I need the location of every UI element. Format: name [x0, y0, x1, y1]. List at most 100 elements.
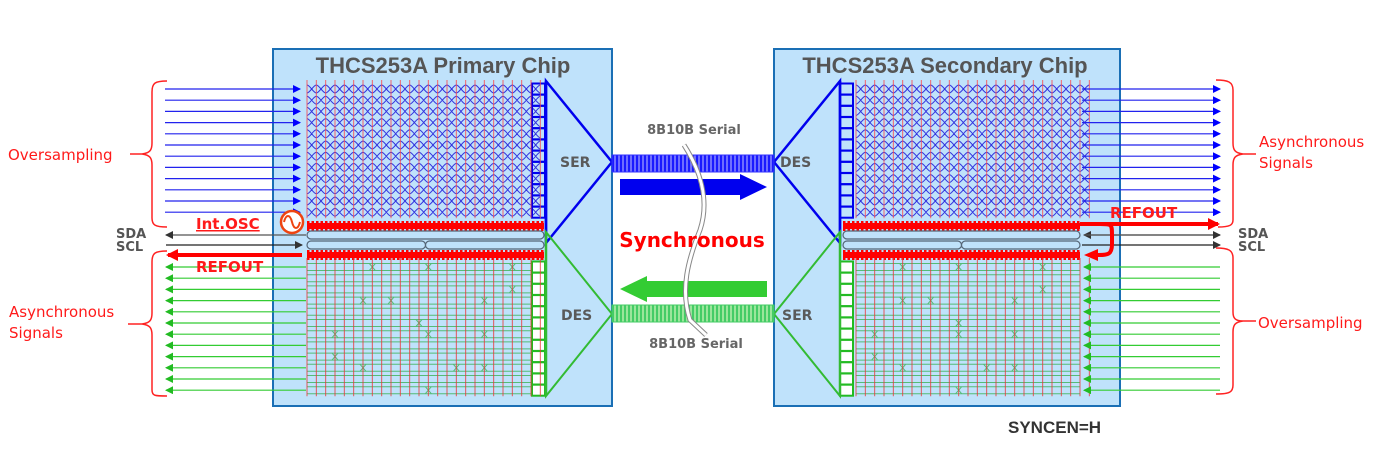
clock-pulse: [856, 221, 859, 231]
right-bottom-brace: [1215, 247, 1256, 395]
clock-pulse: [514, 250, 517, 260]
left-bottom-brace: [128, 250, 168, 397]
sda-data-bar: [306, 230, 545, 240]
clock-pulse: [888, 221, 891, 231]
signal-eye-row: [855, 106, 1090, 116]
clock-pulse: [1005, 250, 1008, 260]
clock-pulse: [455, 221, 458, 231]
clock-pulse: [379, 221, 382, 231]
clock-pulse: [843, 250, 846, 260]
clock-pulse: [1023, 221, 1026, 231]
clock-pulse: [428, 221, 431, 231]
clock-pulse: [469, 221, 472, 231]
clock-pulse: [951, 250, 954, 260]
clock-pulse: [532, 221, 535, 231]
clock-pulse: [883, 250, 886, 260]
clock-pulse: [1050, 221, 1053, 231]
clock-pulse: [978, 250, 981, 260]
shift-register-cell: [839, 260, 854, 274]
clock-pulse: [307, 221, 310, 231]
signal-eye-row: [855, 185, 1090, 195]
clock-pulse: [969, 250, 972, 260]
clock-pulse: [320, 221, 323, 231]
clock-pulse: [523, 250, 526, 260]
clock-pulse: [451, 221, 454, 231]
clock-pulse: [442, 250, 445, 260]
clock-pulse: [892, 250, 895, 260]
clock-pulse: [861, 221, 864, 231]
clock-pulse: [897, 250, 900, 260]
clock-pulse: [978, 221, 981, 231]
clock-pulse: [1054, 250, 1057, 260]
clock-pulse: [1068, 250, 1071, 260]
clock-pulse: [509, 221, 512, 231]
clock-pulse: [924, 250, 927, 260]
shift-register-cell: [839, 271, 854, 285]
clock-pulse: [987, 221, 990, 231]
shift-register-cell: [531, 305, 546, 319]
clock-pulse: [937, 250, 940, 260]
clock-pulse: [1036, 221, 1039, 231]
shift-register-cell: [839, 383, 854, 397]
clock-pulse: [1063, 250, 1066, 260]
clock-pulse: [356, 250, 359, 260]
clock-pulse: [500, 221, 503, 231]
clock-pulse: [478, 250, 481, 260]
clock-pulse: [518, 250, 521, 260]
clock-pulse: [437, 221, 440, 231]
signal-eye-row: [306, 95, 541, 105]
signal-eye-row: [306, 106, 541, 116]
primary-des-label: DES: [561, 308, 592, 324]
clock-pulse: [352, 250, 355, 260]
shift-register-cell: [839, 316, 854, 330]
clock-pulse: [897, 221, 900, 231]
clock-pulse: [1032, 250, 1035, 260]
clock-pulse: [964, 221, 967, 231]
clock-pulse: [1072, 250, 1075, 260]
clock-pulse: [1050, 250, 1053, 260]
clock-pulse: [356, 221, 359, 231]
signal-eye-row: [855, 162, 1090, 172]
clock-pulse: [325, 250, 328, 260]
clock-pulse: [343, 250, 346, 260]
clock-pulse: [505, 250, 508, 260]
clock-pulse: [464, 250, 467, 260]
clock-pulse: [392, 250, 395, 260]
signal-eye-row: [855, 84, 1090, 94]
clock-pulse: [496, 250, 499, 260]
primary-chip-title: THCS253A Primary Chip: [316, 53, 571, 78]
clock-pulse: [1032, 221, 1035, 231]
shift-register-cell: [531, 294, 546, 308]
clock-pulse: [433, 250, 436, 260]
clock-pulse: [500, 250, 503, 260]
scl-data-bar: [960, 240, 1081, 250]
clock-pulse: [865, 221, 868, 231]
primary-oversampling-label: Oversampling: [8, 146, 113, 164]
signal-eye-row: [855, 140, 1090, 150]
clock-pulse: [1023, 250, 1026, 260]
shift-register-cell: [839, 338, 854, 352]
clock-pulse: [361, 250, 364, 260]
clock-pulse: [523, 221, 526, 231]
clock-pulse: [906, 221, 909, 231]
clock-pulse: [419, 250, 422, 260]
clock-pulse: [541, 221, 544, 231]
clock-pulse: [933, 250, 936, 260]
clock-pulse: [347, 250, 350, 260]
top-serial-label: 8B10B Serial: [647, 123, 741, 138]
clock-pulse: [397, 250, 400, 260]
clock-pulse: [329, 250, 332, 260]
clock-pulse: [1059, 250, 1062, 260]
clock-pulse: [942, 250, 945, 260]
clock-pulse: [406, 250, 409, 260]
clock-pulse: [352, 221, 355, 231]
clock-pulse: [536, 250, 539, 260]
clock-pulse: [410, 250, 413, 260]
shift-register-cell: [839, 282, 854, 296]
secondary-ser-label: SER: [782, 308, 813, 324]
clock-pulse: [469, 250, 472, 260]
clock-pulse: [852, 221, 855, 231]
clock-pulse: [532, 250, 535, 260]
primary-async-label-1: Asynchronous: [9, 303, 114, 321]
clock-pulse: [996, 221, 999, 231]
